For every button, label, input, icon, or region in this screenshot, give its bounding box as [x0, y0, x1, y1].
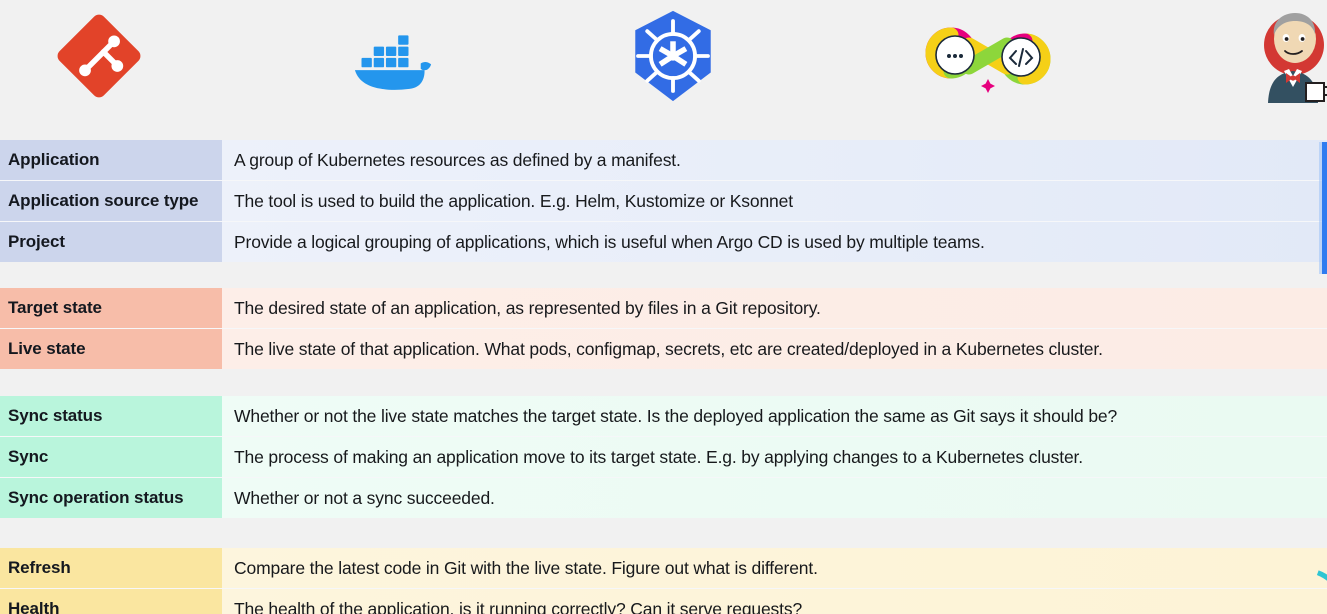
- term-definition: Compare the latest code in Git with the …: [222, 548, 1327, 588]
- term-definition: A group of Kubernetes resources as defin…: [222, 140, 1327, 180]
- table-row: Sync status Whether or not the live stat…: [0, 396, 1327, 436]
- term-label: Application: [0, 140, 222, 180]
- term-definition: Whether or not a sync succeeded.: [222, 478, 1327, 518]
- docker-logo: [330, 8, 440, 104]
- term-definition: The desired state of an application, as …: [222, 288, 1327, 328]
- kubernetes-logo: [618, 8, 728, 104]
- table-row: Project Provide a logical grouping of ap…: [0, 222, 1327, 262]
- table-row: Refresh Compare the latest code in Git w…: [0, 548, 1327, 588]
- term-definition: Whether or not the live state matches th…: [222, 396, 1327, 436]
- term-label: Sync status: [0, 396, 222, 436]
- row-separator: [0, 436, 1327, 437]
- right-edge-accent-soft: [1319, 142, 1322, 274]
- logo-band: [0, 0, 1327, 140]
- term-definition: The process of making an application mov…: [222, 437, 1327, 477]
- table-row: Sync The process of making an applicatio…: [0, 437, 1327, 477]
- term-label: Refresh: [0, 548, 222, 588]
- term-label: Sync operation status: [0, 478, 222, 518]
- term-label: Project: [0, 222, 222, 262]
- table-section-yellow: Refresh Compare the latest code in Git w…: [0, 548, 1327, 614]
- git-logo: [44, 8, 154, 104]
- right-edge-accent-bar: [1322, 142, 1327, 274]
- term-label: Target state: [0, 288, 222, 328]
- jenkins-logo: [1248, 8, 1327, 104]
- term-definition: Provide a logical grouping of applicatio…: [222, 222, 1327, 262]
- table-row: Sync operation status Whether or not a s…: [0, 478, 1327, 518]
- row-separator: [0, 477, 1327, 478]
- terminology-table: Application A group of Kubernetes resour…: [0, 140, 1327, 614]
- table-section-blue: Application A group of Kubernetes resour…: [0, 140, 1327, 262]
- section-gap: [0, 262, 1327, 288]
- term-label: Sync: [0, 437, 222, 477]
- term-definition: The tool is used to build the applicatio…: [222, 181, 1327, 221]
- table-row: Live state The live state of that applic…: [0, 329, 1327, 369]
- row-separator: [0, 180, 1327, 181]
- term-label: Live state: [0, 329, 222, 369]
- row-separator: [0, 328, 1327, 329]
- row-separator: [0, 221, 1327, 222]
- term-label: Health: [0, 589, 222, 614]
- table-row: Application source type The tool is used…: [0, 181, 1327, 221]
- table-row: Application A group of Kubernetes resour…: [0, 140, 1327, 180]
- term-label: Application source type: [0, 181, 222, 221]
- term-definition: The health of the application, is it run…: [222, 589, 1327, 614]
- row-separator: [0, 588, 1327, 589]
- table-section-salmon: Target state The desired state of an app…: [0, 288, 1327, 369]
- term-definition: The live state of that application. What…: [222, 329, 1327, 369]
- section-gap: [0, 369, 1327, 396]
- section-gap: [0, 518, 1327, 548]
- table-row: Target state The desired state of an app…: [0, 288, 1327, 328]
- table-section-green: Sync status Whether or not the live stat…: [0, 396, 1327, 518]
- table-row: Health The health of the application, is…: [0, 589, 1327, 614]
- devops-infinity-logo: [908, 8, 1068, 104]
